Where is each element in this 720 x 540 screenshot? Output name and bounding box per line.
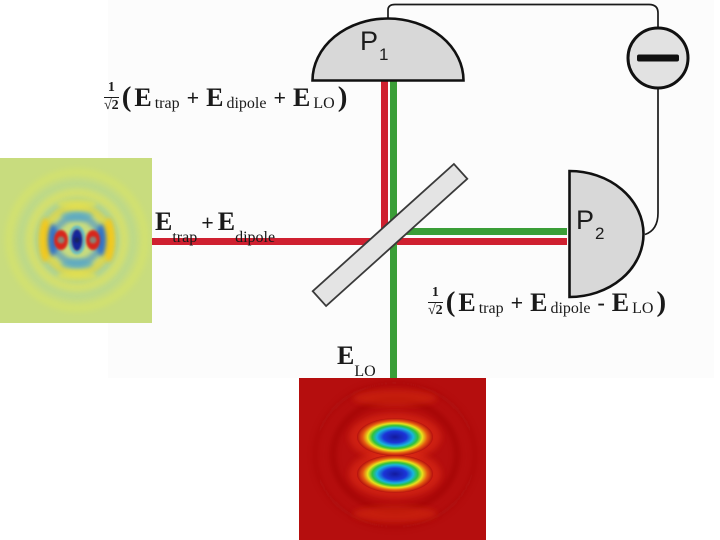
detector-p2-dome: [568, 169, 645, 299]
detector-p1-dome: [311, 17, 465, 82]
input-field-image: [0, 158, 152, 323]
port1-fraction: 1 √2: [104, 80, 119, 114]
lo-beam-label: ELO: [337, 341, 376, 381]
beam-splitter: [311, 162, 469, 308]
detector-p2-sub: 2: [595, 224, 605, 244]
lo-field-image: [299, 378, 486, 540]
detector-p2-base: P: [576, 205, 595, 235]
detector-p1-base: P: [360, 26, 379, 56]
wire-subtractor-to-p2: [644, 88, 659, 236]
wire-p1-to-subtractor: [387, 3, 659, 28]
fraction-bar: [104, 96, 119, 99]
port2-fraction: 1 √2: [428, 285, 443, 319]
minus-icon: [637, 54, 679, 62]
fraction-bar: [428, 301, 443, 304]
detector-p2-label: P2: [576, 205, 605, 244]
detector-p1-sub: 1: [379, 45, 389, 65]
input-beam-label: Etrap+Edipole: [155, 207, 276, 247]
detector-p1-label: P1: [360, 26, 389, 65]
